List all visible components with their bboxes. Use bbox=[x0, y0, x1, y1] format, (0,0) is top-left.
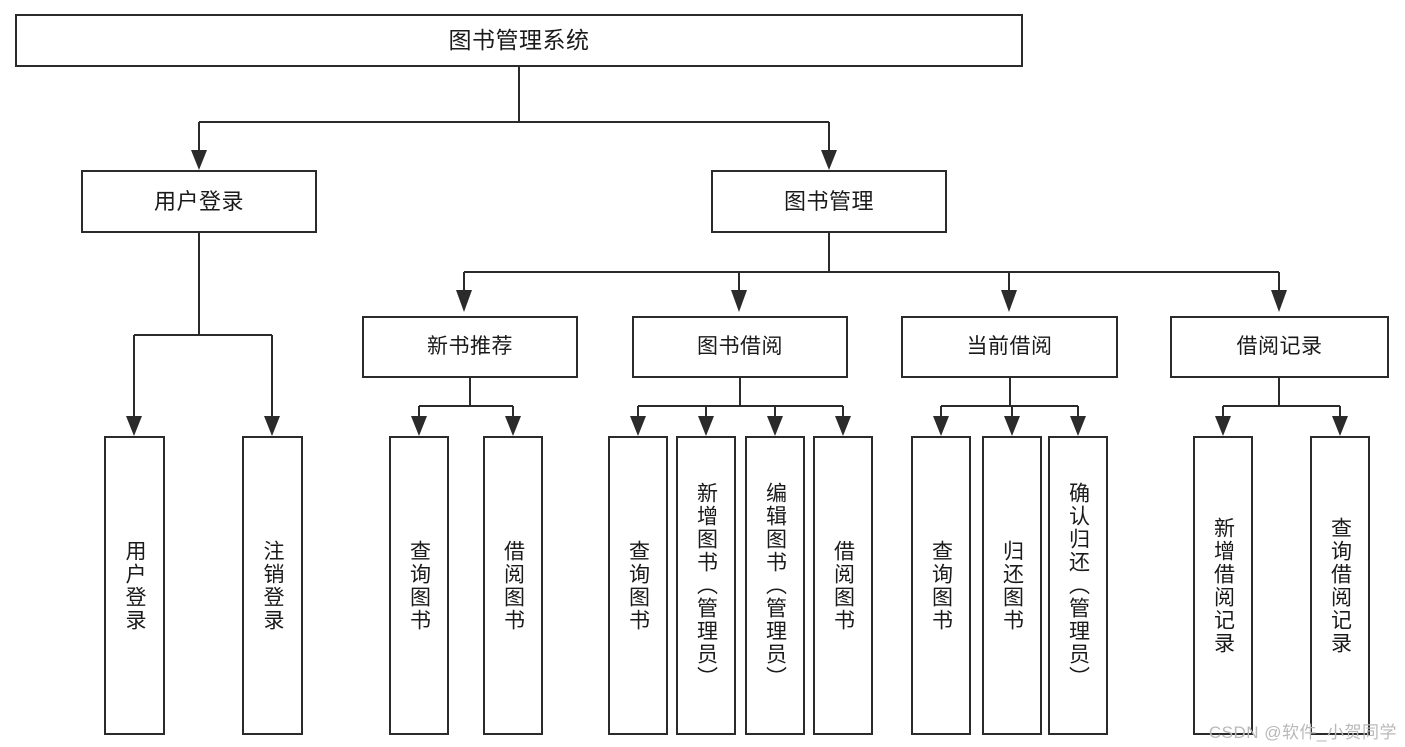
arrow-root-to-user-login bbox=[191, 150, 207, 170]
arrow-new-book-leaf-1 bbox=[411, 416, 427, 436]
node-label: 借阅记录 bbox=[1236, 334, 1323, 358]
node-label: 用户登录 bbox=[153, 188, 244, 214]
node-leaf-query-book-borrow[interactable]: 查询图书 bbox=[608, 436, 668, 735]
node-label: 新书推荐 bbox=[427, 334, 513, 358]
node-leaf-add-borrow-record[interactable]: 新增借阅记录 bbox=[1193, 436, 1253, 735]
arrow-book-mgmt-to-book-borrow bbox=[731, 290, 747, 312]
arrow-user-login-leaf-1 bbox=[126, 416, 142, 436]
arrow-book-mgmt-to-current-borrow bbox=[1001, 290, 1017, 312]
node-label: 查询借阅记录 bbox=[1328, 516, 1352, 655]
node-leaf-confirm-return-admin[interactable]: 确认归还（管理员） bbox=[1048, 436, 1108, 735]
node-label: 查询图书 bbox=[407, 539, 431, 632]
node-label: 查询图书 bbox=[626, 539, 650, 632]
node-leaf-user-login[interactable]: 用户登录 bbox=[104, 436, 165, 735]
arrow-book-mgmt-to-borrow-record bbox=[1271, 290, 1287, 312]
node-label: 用户登录 bbox=[123, 539, 146, 632]
node-leaf-query-book-recommend[interactable]: 查询图书 bbox=[389, 436, 449, 735]
node-book-management[interactable]: 图书管理 bbox=[711, 170, 947, 233]
node-leaf-query-borrow-record[interactable]: 查询借阅记录 bbox=[1310, 436, 1370, 735]
node-label: 图书借阅 bbox=[697, 334, 783, 358]
node-label: 注销登录 bbox=[261, 539, 284, 632]
arrow-current-borrow-leaf-1 bbox=[933, 416, 949, 436]
arrow-book-borrow-leaf-4 bbox=[835, 416, 851, 436]
arrow-book-borrow-leaf-3 bbox=[767, 416, 783, 436]
arrow-book-borrow-leaf-2 bbox=[698, 416, 714, 436]
node-leaf-return-book[interactable]: 归还图书 bbox=[982, 436, 1042, 735]
node-label: 编辑图书（管理员） bbox=[763, 482, 787, 689]
arrow-borrow-record-leaf-2 bbox=[1332, 416, 1348, 436]
node-label: 借阅图书 bbox=[501, 539, 525, 632]
node-label: 借阅图书 bbox=[831, 539, 855, 632]
arrow-current-borrow-leaf-2 bbox=[1004, 416, 1020, 436]
arrow-new-book-leaf-2 bbox=[505, 416, 521, 436]
node-label: 当前借阅 bbox=[966, 334, 1053, 358]
node-book-borrow[interactable]: 图书借阅 bbox=[632, 316, 848, 378]
node-borrow-record[interactable]: 借阅记录 bbox=[1170, 316, 1389, 378]
node-leaf-edit-book-admin[interactable]: 编辑图书（管理员） bbox=[745, 436, 805, 735]
watermark-text: CSDN @软件_小贺同学 bbox=[1208, 723, 1397, 742]
arrow-borrow-record-leaf-1 bbox=[1215, 416, 1231, 436]
arrow-user-login-leaf-2 bbox=[264, 416, 280, 436]
node-current-borrow[interactable]: 当前借阅 bbox=[901, 316, 1118, 378]
arrow-root-to-book-mgmt bbox=[821, 150, 837, 170]
node-leaf-add-book-admin[interactable]: 新增图书（管理员） bbox=[676, 436, 736, 735]
arrow-book-borrow-leaf-1 bbox=[630, 416, 646, 436]
arrow-book-mgmt-to-new-book bbox=[456, 290, 472, 312]
node-label: 新增借阅记录 bbox=[1211, 516, 1235, 655]
node-leaf-logout[interactable]: 注销登录 bbox=[242, 436, 303, 735]
node-label: 图书管理系统 bbox=[448, 26, 590, 53]
node-label: 归还图书 bbox=[1000, 539, 1024, 632]
arrow-current-borrow-leaf-3 bbox=[1070, 416, 1086, 436]
node-root-book-management-system[interactable]: 图书管理系统 bbox=[15, 14, 1023, 67]
node-label: 查询图书 bbox=[929, 539, 953, 632]
node-user-login[interactable]: 用户登录 bbox=[81, 170, 317, 233]
node-label: 新增图书（管理员） bbox=[694, 482, 718, 689]
node-label: 图书管理 bbox=[783, 188, 874, 214]
node-leaf-borrow-book[interactable]: 借阅图书 bbox=[813, 436, 873, 735]
node-leaf-borrow-book-recommend[interactable]: 借阅图书 bbox=[483, 436, 543, 735]
node-label: 确认归还（管理员） bbox=[1066, 482, 1090, 689]
node-leaf-query-book-current[interactable]: 查询图书 bbox=[911, 436, 971, 735]
node-new-book-recommend[interactable]: 新书推荐 bbox=[362, 316, 578, 378]
